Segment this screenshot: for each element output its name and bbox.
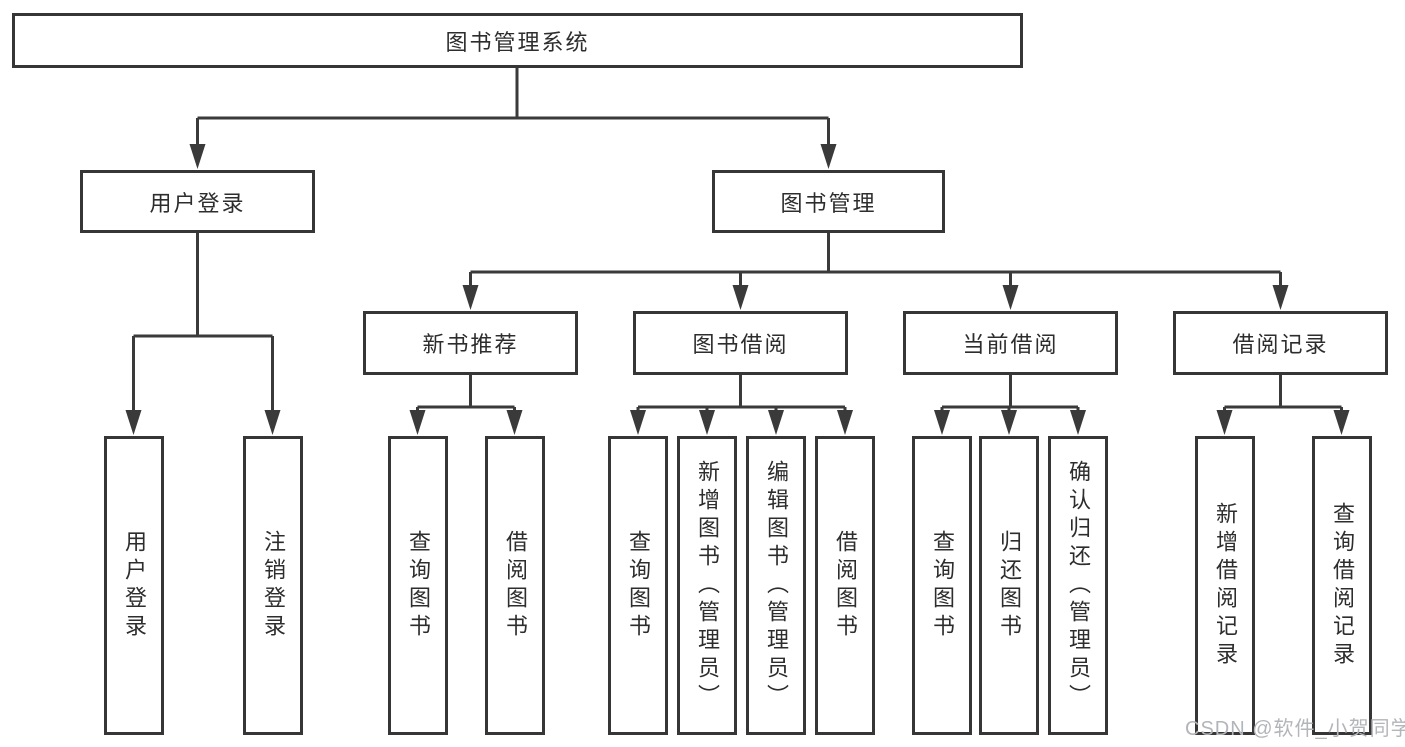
leaf-add-book-admin-label: 新增图书（管理员）	[695, 459, 720, 712]
csdn-watermark: CSDN @软件_小贺同学	[1185, 718, 1405, 740]
node-book-management-label: 图书管理	[780, 190, 877, 216]
node-user-login-label: 用户登录	[149, 190, 246, 216]
leaf-return-book-label: 归还图书	[997, 529, 1022, 642]
leaf-return-book: 归还图书	[979, 436, 1039, 735]
leaf-query-books-current-label: 查询图书	[930, 529, 955, 642]
node-root-label: 图书管理系统	[445, 29, 590, 55]
node-user-login: 用户登录	[80, 170, 315, 233]
node-borrow-records-label: 借阅记录	[1232, 332, 1329, 357]
node-borrow-records: 借阅记录	[1173, 311, 1388, 375]
leaf-add-book-admin: 新增图书（管理员）	[677, 436, 737, 735]
leaf-logout-login: 注销登录	[243, 436, 303, 735]
leaf-query-books-borrow: 查询图书	[608, 436, 668, 735]
leaf-user-login: 用户登录	[104, 436, 164, 735]
leaf-edit-book-admin: 编辑图书（管理员）	[746, 436, 806, 735]
leaf-add-borrow-record-label: 新增借阅记录	[1213, 501, 1238, 670]
leaf-confirm-return-admin-label: 确认归还（管理员）	[1066, 459, 1091, 712]
leaf-borrow-books: 借阅图书	[815, 436, 875, 735]
node-book-borrow-label: 图书借阅	[692, 332, 789, 357]
node-new-book-recommend-label: 新书推荐	[422, 332, 519, 357]
leaf-edit-book-admin-label: 编辑图书（管理员）	[764, 459, 789, 712]
leaf-query-borrow-record: 查询借阅记录	[1312, 436, 1372, 735]
leaf-query-books-borrow-label: 查询图书	[626, 529, 651, 642]
leaf-query-books-recommend-label: 查询图书	[406, 529, 431, 642]
leaf-query-books-current: 查询图书	[912, 436, 972, 735]
leaf-borrow-books-recommend-label: 借阅图书	[503, 529, 528, 642]
node-book-borrow: 图书借阅	[633, 311, 848, 375]
node-root: 图书管理系统	[12, 13, 1023, 68]
node-current-borrow: 当前借阅	[903, 311, 1118, 375]
leaf-add-borrow-record: 新增借阅记录	[1195, 436, 1255, 735]
node-current-borrow-label: 当前借阅	[962, 332, 1059, 357]
leaf-borrow-books-recommend: 借阅图书	[485, 436, 545, 735]
leaf-borrow-books-label: 借阅图书	[833, 529, 858, 642]
leaf-query-books-recommend: 查询图书	[388, 436, 448, 735]
leaf-logout-login-label: 注销登录	[261, 529, 286, 642]
leaf-query-borrow-record-label: 查询借阅记录	[1330, 501, 1355, 670]
leaf-user-login-label: 用户登录	[122, 529, 147, 642]
node-new-book-recommend: 新书推荐	[363, 311, 578, 375]
node-book-management: 图书管理	[712, 170, 945, 233]
leaf-confirm-return-admin: 确认归还（管理员）	[1048, 436, 1108, 735]
